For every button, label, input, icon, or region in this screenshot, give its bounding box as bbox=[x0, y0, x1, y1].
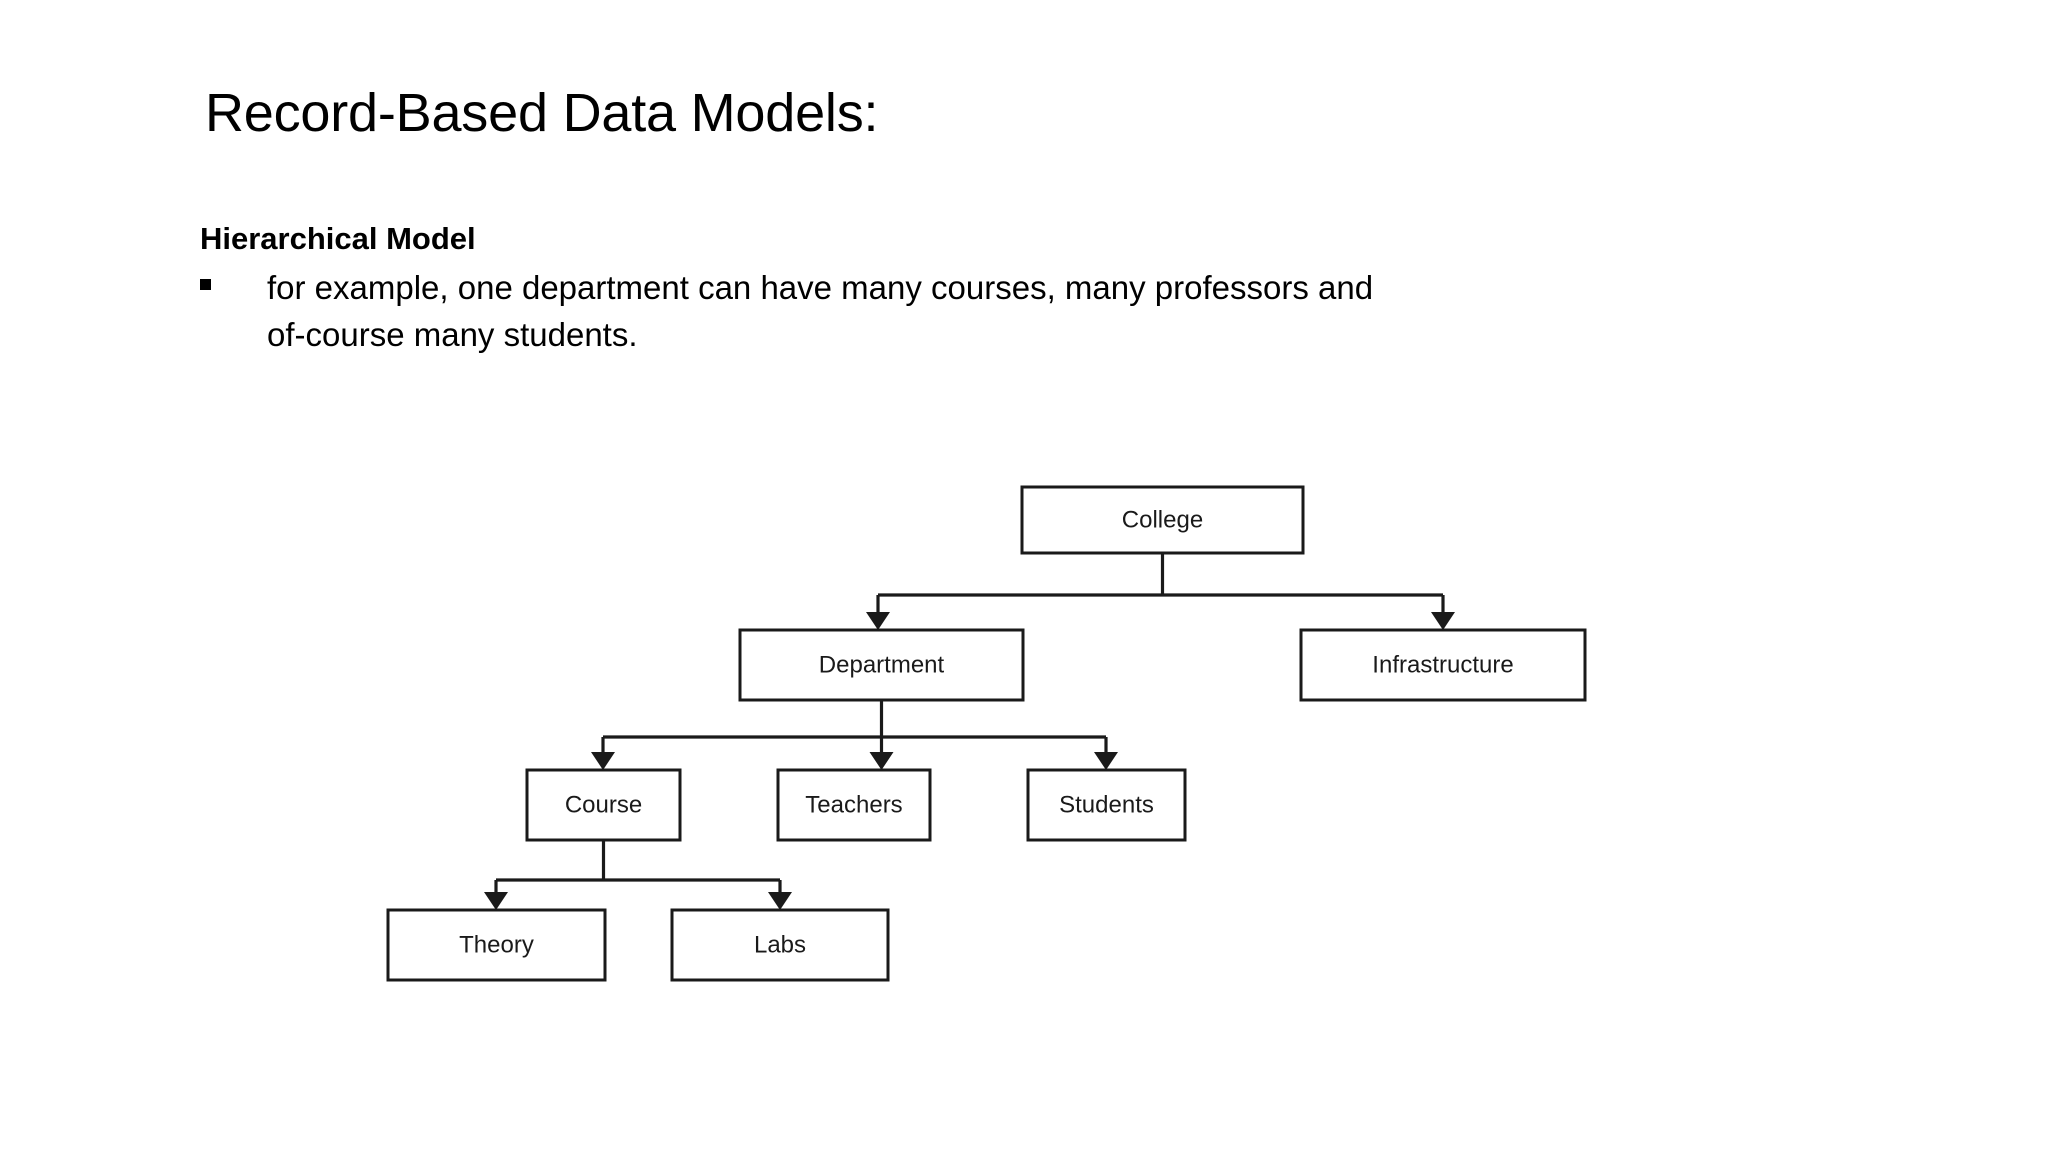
page-title: Record-Based Data Models: bbox=[205, 83, 879, 143]
section-subheading: Hierarchical Model bbox=[200, 221, 476, 256]
arrowhead-course bbox=[591, 752, 615, 770]
arrowhead-teachers bbox=[869, 752, 894, 770]
node-college[interactable]: College bbox=[1020, 485, 1305, 555]
edge-group-department bbox=[591, 700, 1118, 770]
node-course[interactable]: Course bbox=[525, 768, 682, 842]
arrowhead-labs bbox=[768, 892, 792, 910]
diagram-svg: College Department Infrastructure Course… bbox=[386, 485, 1587, 982]
node-label-college: College bbox=[1122, 506, 1203, 533]
arrowhead-infrastructure bbox=[1431, 612, 1455, 630]
edge-group-course bbox=[484, 840, 792, 910]
node-box-teachers[interactable] bbox=[776, 768, 932, 842]
node-box-labs[interactable] bbox=[670, 908, 890, 982]
square-bullet-icon bbox=[200, 278, 214, 290]
node-label-theory: Theory bbox=[459, 931, 534, 958]
node-label-teachers: Teachers bbox=[805, 791, 902, 818]
arrowhead-students bbox=[1094, 752, 1118, 770]
list-item: for example, one department can have man… bbox=[200, 265, 1900, 359]
node-label-course: Course bbox=[565, 791, 642, 818]
edge-group-college bbox=[866, 553, 1455, 630]
node-label-labs: Labs bbox=[754, 931, 806, 958]
node-infrastructure[interactable]: Infrastructure bbox=[1299, 628, 1587, 702]
hierarchical-model-diagram: College Department Infrastructure Course… bbox=[370, 470, 1670, 1010]
node-label-infrastructure: Infrastructure bbox=[1372, 651, 1513, 678]
node-teachers[interactable]: Teachers bbox=[776, 768, 932, 842]
node-box-theory[interactable] bbox=[386, 908, 607, 982]
bullet-line-2: of-course many students. bbox=[267, 315, 638, 353]
node-department[interactable]: Department bbox=[738, 628, 1025, 702]
node-theory[interactable]: Theory bbox=[386, 908, 607, 982]
node-box-department[interactable] bbox=[738, 628, 1025, 702]
node-box-course[interactable] bbox=[525, 768, 682, 842]
node-box-college[interactable] bbox=[1020, 485, 1305, 555]
body-content: Hierarchical Model for example, one depa… bbox=[200, 220, 1900, 358]
bullet-line-1: for example, one department can have man… bbox=[267, 268, 1374, 306]
node-box-students[interactable] bbox=[1026, 768, 1187, 842]
node-label-department: Department bbox=[819, 651, 945, 678]
bullet-paragraph: for example, one department can have man… bbox=[214, 265, 1567, 359]
node-students[interactable]: Students bbox=[1026, 768, 1187, 842]
node-box-infrastructure[interactable] bbox=[1299, 628, 1587, 702]
arrowhead-theory bbox=[484, 892, 508, 910]
node-labs[interactable]: Labs bbox=[670, 908, 890, 982]
arrowhead-department bbox=[866, 612, 890, 630]
node-label-students: Students bbox=[1059, 791, 1154, 818]
